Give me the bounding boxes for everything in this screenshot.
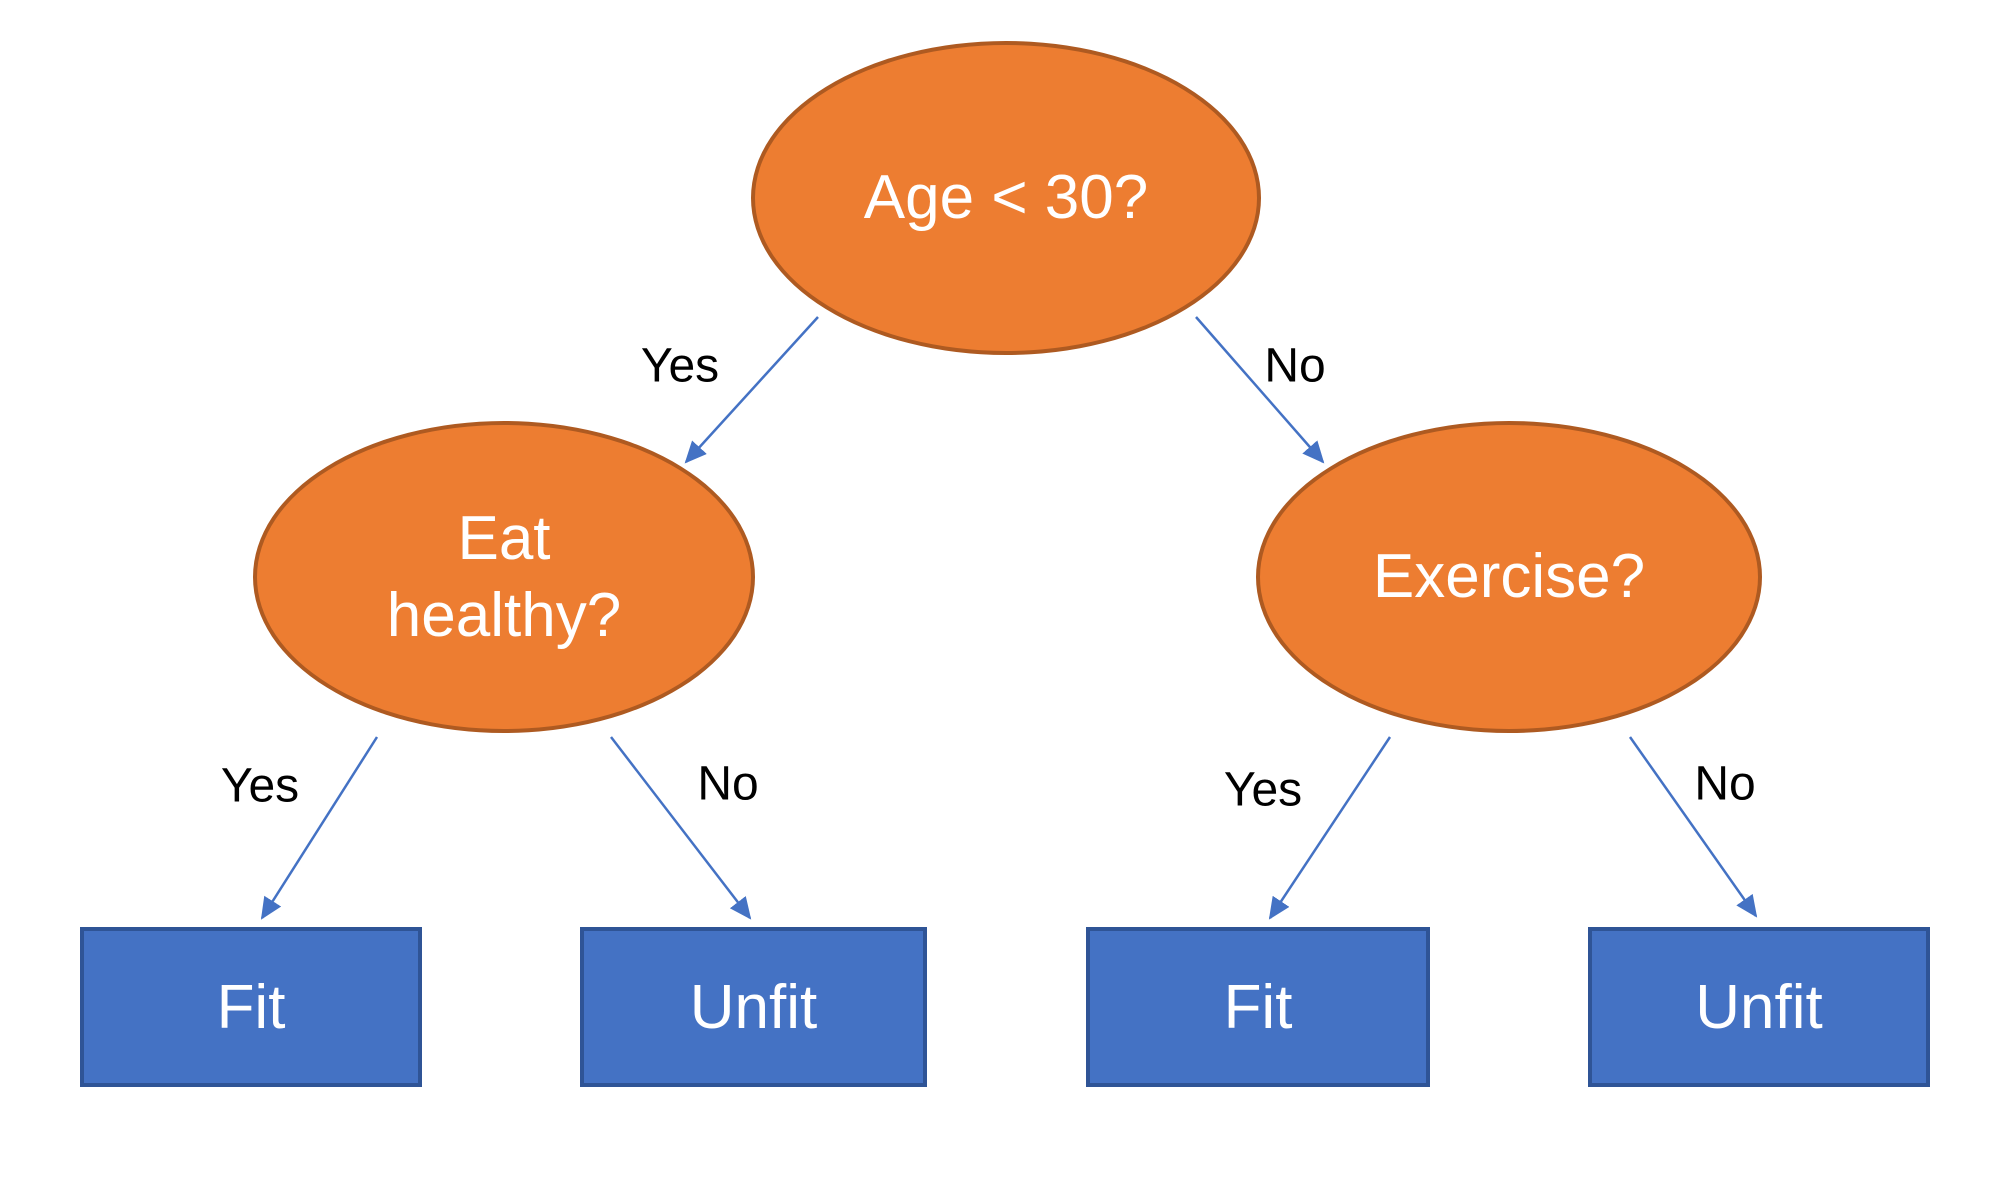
leaf-unfit-right: Unfit <box>1588 927 1930 1087</box>
edge-label-eat-healthy-yes: Yes <box>220 759 300 813</box>
node-eat-healthy-question: Eat healthy? <box>253 421 755 733</box>
leaf-fit-left-label: Fit <box>216 972 286 1042</box>
edge-label-root-no: No <box>1264 339 1326 393</box>
node-eat-healthy-question-label: Eat healthy? <box>386 503 622 651</box>
edge-label-exercise-yes: Yes <box>1223 763 1303 817</box>
leaf-fit-right-label: Fit <box>1223 972 1293 1042</box>
edge-label-root-yes: Yes <box>640 339 720 393</box>
leaf-unfit-right-label: Unfit <box>1695 972 1823 1042</box>
node-age-question-label: Age < 30? <box>863 163 1149 233</box>
leaf-unfit-left-label: Unfit <box>689 972 818 1042</box>
leaf-fit-right: Fit <box>1086 927 1430 1087</box>
node-age-question: Age < 30? <box>751 41 1261 355</box>
edge-label-exercise-no: No <box>1694 757 1756 811</box>
node-exercise-question: Exercise? <box>1256 421 1762 733</box>
node-exercise-question-label: Exercise? <box>1372 542 1646 612</box>
edge-label-eat-healthy-no: No <box>697 757 759 811</box>
leaf-fit-left: Fit <box>80 927 422 1087</box>
leaf-unfit-left: Unfit <box>580 927 927 1087</box>
